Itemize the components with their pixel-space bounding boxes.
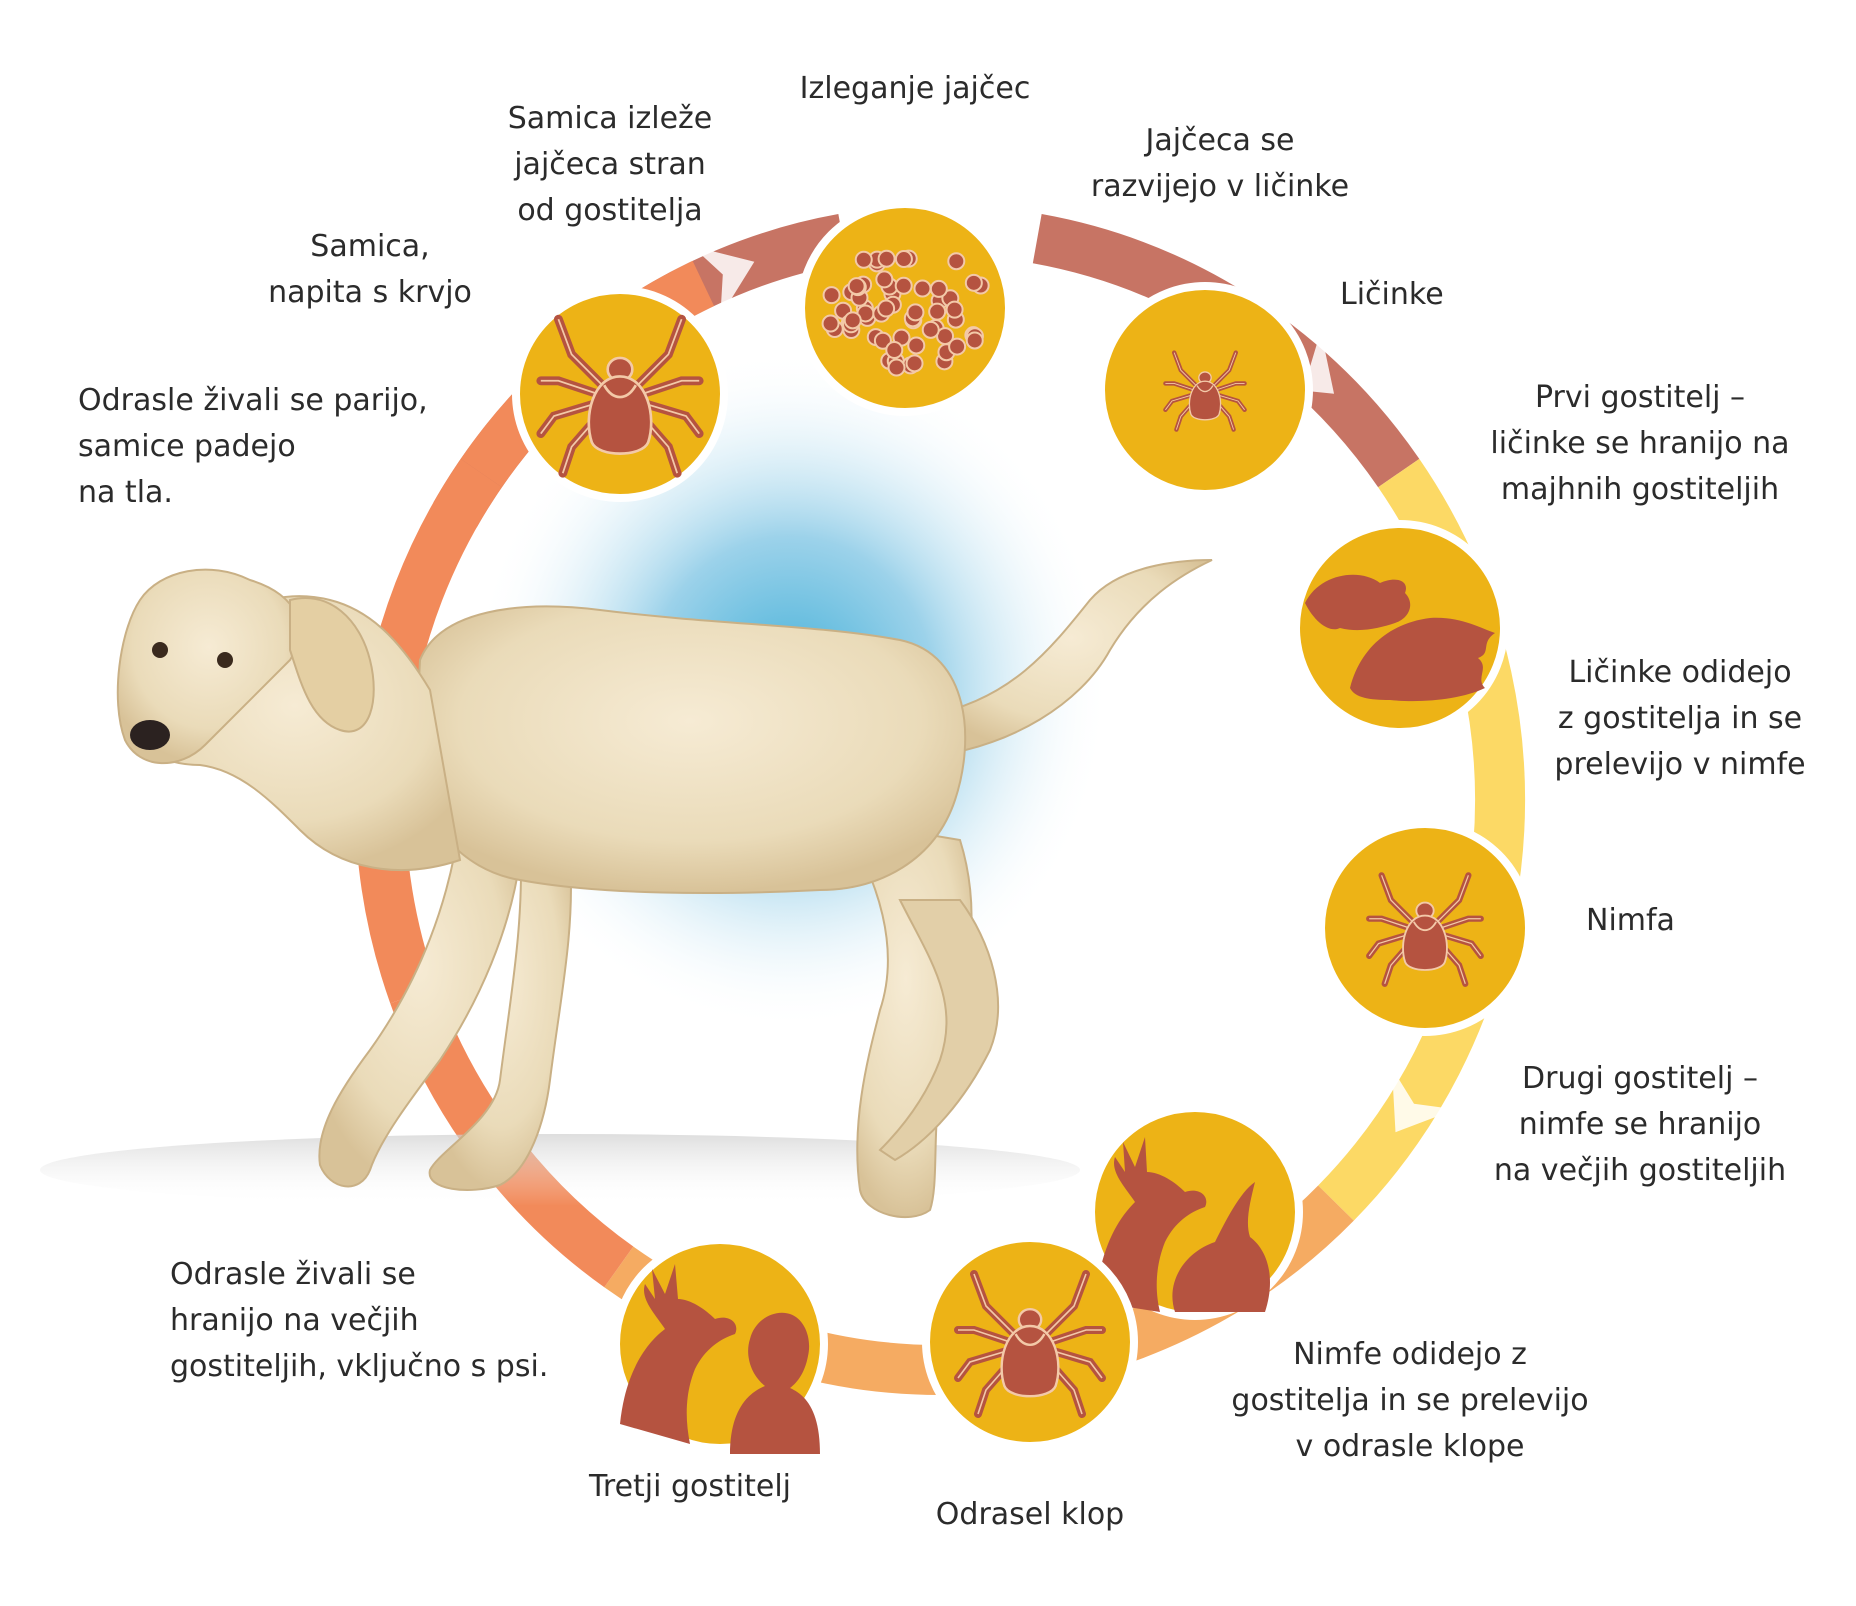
label-egg-hatching: Izleganje jajčec <box>799 71 1031 106</box>
stage-0 <box>512 286 728 502</box>
dog-illustration <box>116 559 1213 1219</box>
dog-shadow <box>40 1134 1080 1206</box>
ring-arrow-0 <box>691 246 755 317</box>
stage-circles <box>512 200 1533 1454</box>
ring-arrow-2 <box>1391 1067 1456 1133</box>
mouse-hedgehog-icon <box>1305 574 1495 702</box>
label-engorged-female: Samica, napita s krvjo <box>268 229 472 310</box>
stage-2 <box>1097 282 1313 498</box>
label-eggs-develop: Jajčeca se razvijejo v ličinke <box>1090 123 1350 204</box>
label-larvae: Ličinke <box>1340 277 1444 312</box>
deer-human-icon <box>620 1264 820 1454</box>
label-first-host: Prvi gostitelj – ličinke se hranijo na m… <box>1490 380 1790 507</box>
label-female-lays-eggs: Samica izleže jajčeca stran od gostitelj… <box>507 101 713 228</box>
label-adult-tick: Odrasel klop <box>935 1497 1125 1532</box>
label-larvae-molt: Ličinke odidejo z gostitelja in se prele… <box>1554 655 1806 782</box>
deer-rabbit-icon <box>1095 1137 1270 1312</box>
label-nymphs-molt: Nimfe odidejo z gostitelja in se prelevi… <box>1231 1337 1589 1464</box>
stage-7 <box>612 1236 828 1454</box>
tick-eggs-icon <box>821 249 990 377</box>
ring-arrow-1 <box>1269 330 1335 394</box>
label-adults-feed: Odrasle živali se hranijo na večjih gost… <box>170 1257 549 1384</box>
stage-6 <box>922 1234 1138 1450</box>
stage-1 <box>797 200 1013 416</box>
label-third-host: Tretji gostitelj <box>588 1469 792 1504</box>
label-second-host: Drugi gostitelj – nimfe se hranijo na ve… <box>1493 1061 1787 1188</box>
label-adults-mate: Odrasle živali se parijo, samice padejo … <box>78 383 428 510</box>
label-nymph: Nimfa <box>1586 903 1675 938</box>
stage-3 <box>1292 520 1508 736</box>
stage-4 <box>1317 820 1533 1036</box>
stage-5 <box>1087 1104 1303 1320</box>
